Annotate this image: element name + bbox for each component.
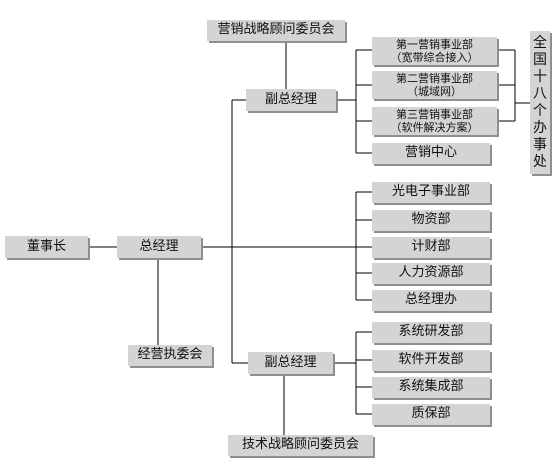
offices-char: 事 bbox=[533, 136, 547, 153]
node-hr: 人力资源部 bbox=[372, 263, 490, 284]
marketing-division-3-focus: （软件解决方案） bbox=[390, 121, 479, 134]
marketing-division-3-name: 第三营销事业部 bbox=[396, 107, 473, 121]
node-gm-office: 总经理办 bbox=[372, 290, 490, 311]
node-national-offices: 全国十八个办事处 bbox=[530, 31, 550, 174]
marketing-division-1-name: 第一营销事业部 bbox=[396, 37, 473, 51]
offices-char: 十 bbox=[533, 68, 547, 85]
node-marketing-division-3: 第三营销事业部 （软件解决方案） bbox=[372, 107, 497, 135]
node-marketing-center: 营销中心 bbox=[372, 143, 490, 164]
node-system-integration: 系统集成部 bbox=[372, 377, 490, 398]
node-marketing-division-1: 第一营销事业部 （宽带综合接入） bbox=[372, 37, 497, 65]
node-software-dev: 软件开发部 bbox=[372, 350, 490, 371]
node-system-rd: 系统研发部 bbox=[372, 322, 490, 343]
offices-char: 个 bbox=[533, 102, 547, 119]
node-chairman: 董事长 bbox=[5, 236, 88, 258]
node-marketing-advisory: 营销战略顾问委员会 bbox=[207, 20, 345, 41]
node-finance: 计财部 bbox=[372, 237, 490, 258]
node-materials: 物资部 bbox=[372, 210, 490, 231]
marketing-division-1-focus: （宽带综合接入） bbox=[390, 51, 479, 64]
node-vp-marketing: 副总经理 bbox=[246, 89, 336, 111]
offices-char: 处 bbox=[533, 153, 547, 170]
node-tech-advisory: 技术战略顾问委员会 bbox=[228, 435, 373, 456]
offices-char: 国 bbox=[533, 51, 547, 68]
marketing-division-2-name: 第二营销事业部 bbox=[396, 71, 473, 85]
offices-char: 八 bbox=[533, 85, 547, 102]
offices-char: 办 bbox=[533, 119, 547, 136]
node-quality: 质保部 bbox=[372, 404, 490, 425]
node-general-manager: 总经理 bbox=[117, 236, 201, 258]
node-vp-tech: 副总经理 bbox=[248, 352, 333, 374]
node-executive-committee: 经营执委会 bbox=[128, 345, 212, 366]
node-marketing-division-2: 第二营销事业部 （城域网） bbox=[372, 71, 497, 99]
node-optoelectronics: 光电子事业部 bbox=[372, 182, 490, 203]
marketing-division-2-focus: （城域网） bbox=[407, 85, 462, 98]
offices-char: 全 bbox=[533, 34, 547, 51]
